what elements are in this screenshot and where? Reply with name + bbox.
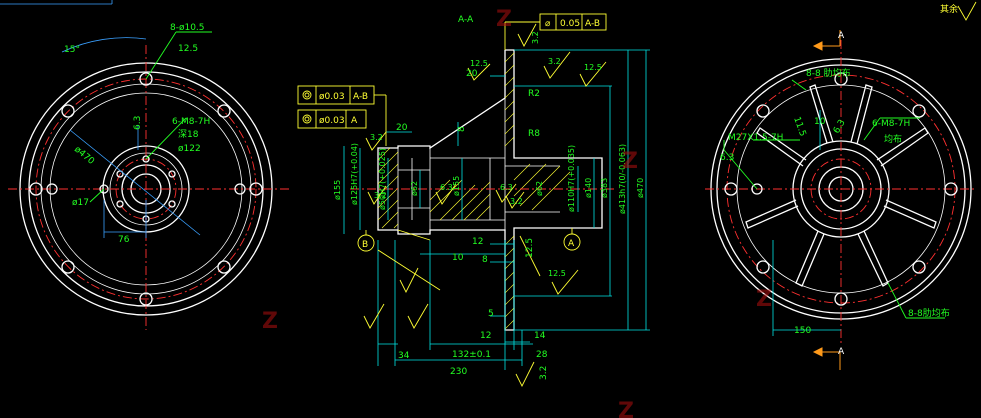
dim-150-label: 150 bbox=[794, 326, 811, 336]
dim-125v: 12.5 bbox=[525, 238, 535, 258]
holes-label: 8-ø10.5 bbox=[170, 23, 205, 33]
flatness-value: 0.05 bbox=[560, 19, 580, 29]
rough-125a: 12.5 bbox=[584, 63, 602, 72]
rough-32d: 3.2 bbox=[374, 191, 387, 200]
rough-32a: 3.2 bbox=[531, 31, 540, 44]
fcf2-datum: A bbox=[351, 116, 358, 126]
thread-note-label: 均布 bbox=[884, 133, 902, 145]
watermarks: Z Z Z Z Z bbox=[262, 7, 772, 418]
drawing-frame bbox=[0, 0, 113, 5]
dim-50: ø50H7(+0.025) bbox=[378, 148, 387, 210]
thread-right-label: 6-M8-7H bbox=[872, 119, 910, 129]
ribs-top-label: 8-8 肋均布 bbox=[806, 67, 851, 79]
rough-32c: 3.2 bbox=[370, 133, 383, 142]
thread2-label: M27X1.5-7H bbox=[728, 133, 783, 143]
datum-a-label: A bbox=[568, 239, 575, 249]
dim-76-label: 76 bbox=[118, 235, 130, 245]
dim-125: ø125H7(+0.04) bbox=[350, 143, 359, 205]
dim-14: 14 bbox=[534, 331, 546, 341]
small-hole-label: ø17 bbox=[72, 198, 89, 208]
note-63b-label: 6.3 bbox=[720, 153, 734, 163]
dim-28: 28 bbox=[536, 350, 548, 360]
section-view bbox=[297, 13, 650, 388]
rough-32e: 3.2 bbox=[510, 197, 523, 206]
bolt-circle-label: ø122 bbox=[178, 144, 201, 154]
dim-8: 8 bbox=[457, 126, 467, 132]
note-63-label: 6.3 bbox=[133, 116, 143, 130]
datum-b-label: B bbox=[362, 240, 368, 250]
dim-20a: 20 bbox=[466, 69, 478, 79]
dim-r8: R8 bbox=[528, 129, 540, 139]
dim-115-label: 11.5 bbox=[791, 116, 807, 138]
dim-413: ø413h7(0/-0.063) bbox=[618, 144, 627, 214]
dim-12a: 12 bbox=[472, 237, 483, 247]
thread-label: 6-M8-7H bbox=[172, 117, 210, 127]
watermark-1: Z bbox=[496, 7, 512, 32]
dim-32v: 3.2 bbox=[539, 366, 549, 380]
fcf2-value: ø0.03 bbox=[319, 116, 345, 126]
dim-r2: R2 bbox=[528, 89, 540, 99]
position-frame-2 bbox=[297, 109, 367, 129]
dim-62b: ø62 bbox=[535, 181, 544, 196]
ribs-bottom-label: 8-8肋均布 bbox=[908, 307, 950, 319]
fcf1-value: ø0.03 bbox=[319, 92, 345, 102]
rough-63b: 6.3 bbox=[500, 183, 513, 192]
watermark-5: Z bbox=[618, 399, 634, 418]
right-view bbox=[705, 1, 977, 370]
rough-125b: 12.5 bbox=[548, 269, 566, 278]
watermark-4: Z bbox=[756, 287, 772, 312]
section-title: A-A bbox=[458, 15, 474, 25]
dim-155: ø155 bbox=[333, 180, 342, 200]
fcf1-datum: A-B bbox=[353, 92, 368, 102]
watermark-3: Z bbox=[262, 309, 278, 334]
watermark-2: Z bbox=[622, 149, 638, 174]
section-view-labels: A-A ⌀ 0.05 A-B ø0.03 A-B ø0.03 A B A 3.2… bbox=[319, 15, 645, 380]
dim-230: 230 bbox=[450, 367, 467, 377]
rough-63a: 6.3 bbox=[440, 183, 453, 192]
dim-155b: ø155 bbox=[452, 176, 461, 196]
dim-470: ø470 bbox=[636, 178, 645, 198]
left-view-labels: 15° 8-ø10.5 12.5 ø470 6-M8-7H 深18 ø122 ø… bbox=[64, 23, 210, 245]
roughness-label: 12.5 bbox=[178, 44, 198, 54]
dim-140: ø140 bbox=[584, 178, 593, 198]
rough-32b: 3.2 bbox=[548, 57, 561, 66]
section-mark-top: A bbox=[838, 31, 845, 41]
dim-10-label: 10 bbox=[814, 117, 826, 127]
flatness-datum: A-B bbox=[585, 19, 600, 29]
dim-8b: 8 bbox=[482, 255, 488, 265]
left-view bbox=[8, 31, 292, 330]
rest-note-label: 其余 bbox=[940, 3, 958, 15]
dim-10: 10 bbox=[452, 253, 464, 263]
dim-110: ø110H7(+0.035) bbox=[567, 145, 576, 212]
dim-62a: ø62 bbox=[410, 181, 419, 196]
dim-63-label: 6.3 bbox=[832, 118, 848, 135]
dim-132: 132±0.1 bbox=[452, 350, 491, 360]
rough-125c: 12.5 bbox=[470, 59, 488, 68]
dim-12b: 12 bbox=[480, 331, 491, 341]
dim-383: ø383 bbox=[600, 178, 609, 198]
dim-5: 5 bbox=[488, 309, 494, 319]
dim-20b: 20 bbox=[396, 123, 408, 133]
depth-label: 深18 bbox=[178, 129, 199, 140]
right-view-labels: A A 8-8 肋均布 6-M8-7H 均布 M27X1.5-7H 11.5 1… bbox=[720, 3, 958, 357]
dim-34: 34 bbox=[398, 351, 410, 361]
angle-label: 15° bbox=[64, 45, 80, 55]
flatness-symbol: ⌀ bbox=[545, 19, 551, 29]
section-mark-bottom: A bbox=[838, 347, 845, 357]
